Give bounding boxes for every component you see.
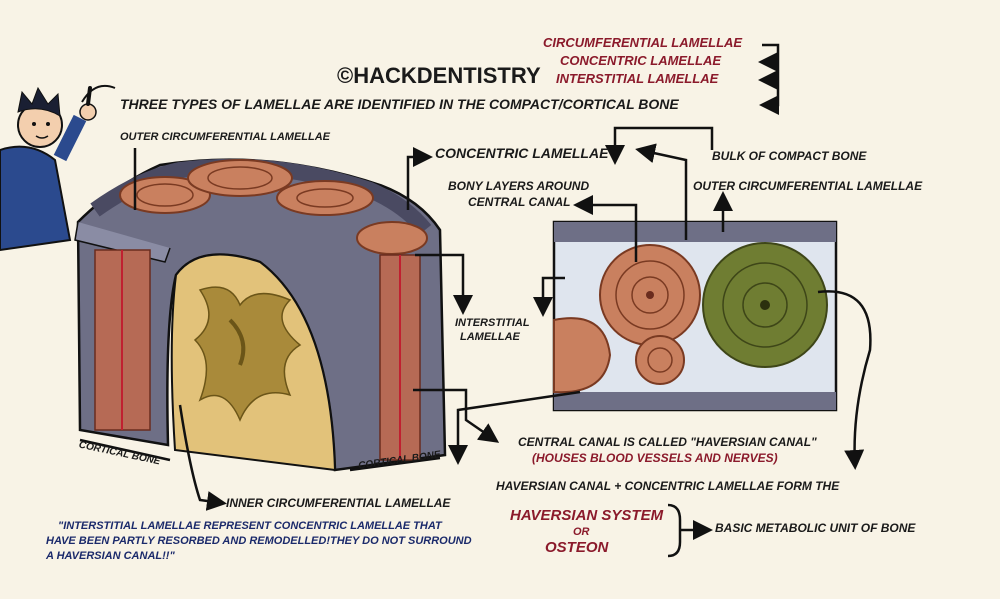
label-concentric-lamellae: CONCENTRIC LAMELLAE [435, 146, 608, 161]
type-interstitial: INTERSTITIAL LAMELLAE [556, 72, 718, 86]
osteon-cross-section [554, 222, 836, 410]
intro-text: THREE TYPES OF LAMELLAE ARE IDENTIFIED I… [120, 97, 679, 112]
note-line2: HAVE BEEN PARTLY RESORBED AND REMODELLED… [46, 535, 472, 547]
haversian-form-text: HAVERSIAN CANAL + CONCENTRIC LAMELLAE FO… [496, 480, 839, 493]
or-text: OR [573, 526, 590, 538]
watermark: ©HACKDENTISTRY [337, 64, 541, 88]
label-bulk-compact-bone: BULK OF COMPACT BONE [712, 150, 866, 163]
note-line3: A HAVERSIAN CANAL!!" [46, 550, 175, 562]
basic-metabolic-unit: BASIC METABOLIC UNIT OF BONE [715, 522, 915, 535]
type-concentric: CONCENTRIC LAMELLAE [560, 54, 721, 68]
label-outer-circumferential-right: OUTER CIRCUMFERENTIAL LAMELLAE [693, 180, 922, 193]
osteon-term: OSTEON [545, 540, 608, 557]
central-canal-line1: CENTRAL CANAL IS CALLED "HAVERSIAN CANAL… [518, 436, 817, 449]
cortical-bone-cross-section [75, 160, 445, 470]
label-outer-circumferential-left: OUTER CIRCUMFERENTIAL LAMELLAE [120, 131, 330, 143]
label-interstitial-2: LAMELLAE [460, 331, 520, 343]
label-bony-layers-2: CENTRAL CANAL [468, 196, 570, 209]
note-line1: "INTERSTITIAL LAMELLAE REPRESENT CONCENT… [58, 520, 442, 532]
haversian-system-term: HAVERSIAN SYSTEM [510, 508, 663, 525]
label-interstitial-1: INTERSTITIAL [455, 317, 530, 329]
label-bony-layers-1: BONY LAYERS AROUND [448, 180, 589, 193]
central-canal-line2: (HOUSES BLOOD VESSELS AND NERVES) [532, 452, 778, 465]
type-circumferential: CIRCUMFERENTIAL LAMELLAE [543, 36, 742, 50]
label-inner-circumferential: INNER CIRCUMFERENTIAL LAMELLAE [226, 497, 450, 510]
